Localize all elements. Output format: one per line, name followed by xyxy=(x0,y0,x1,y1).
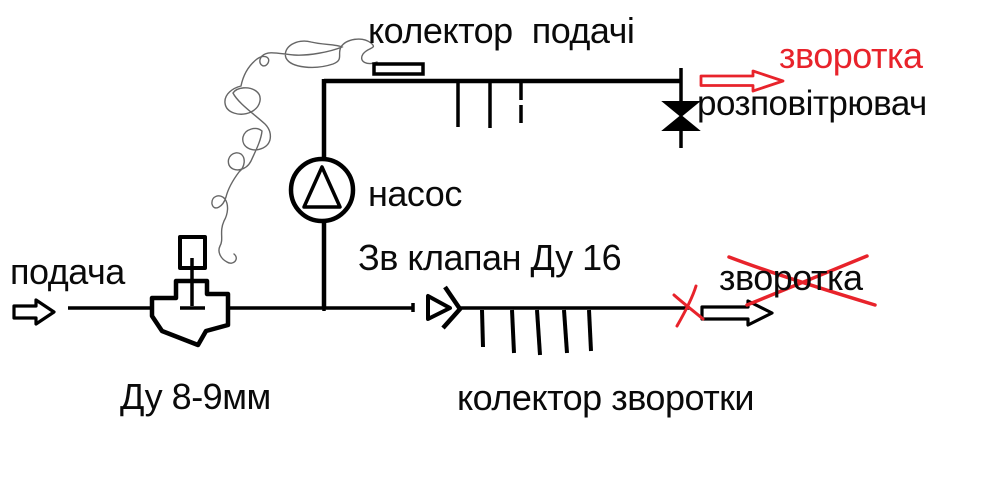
flow-arrow-left-icon xyxy=(12,298,56,326)
pipe-size-label: Ду 8-9мм xyxy=(120,376,271,417)
pump-icon xyxy=(288,156,356,224)
return-bottom-label: зворотка xyxy=(719,257,863,298)
check-valve-icon xyxy=(426,285,463,330)
return-pipe xyxy=(68,303,690,312)
red-crossout-mark xyxy=(727,254,877,307)
supply-label: подача xyxy=(10,251,125,292)
pump-label: насос xyxy=(368,173,462,214)
check-valve-label: Зв клапан Ду 16 xyxy=(358,237,622,278)
scribble-line xyxy=(211,38,378,264)
air-vent-valve-icon xyxy=(661,101,701,148)
supply-collector-label: колектор подачі xyxy=(368,10,635,51)
return-collector-ticks xyxy=(480,309,593,356)
return-top-label: зворотка xyxy=(779,35,923,76)
valve-body xyxy=(149,278,231,348)
supply-pipe xyxy=(321,68,683,308)
return-arrow-top-icon xyxy=(699,69,785,93)
air-vent-label: розповітрювач xyxy=(697,84,927,123)
flow-arrow-right-icon xyxy=(700,299,774,327)
hand-valve-icon xyxy=(149,235,231,348)
supply-collector-box xyxy=(372,62,425,76)
return-collector-label: колектор зворотки xyxy=(457,377,755,418)
red-x-mark xyxy=(672,284,705,328)
supply-collector-ticks xyxy=(456,82,523,128)
